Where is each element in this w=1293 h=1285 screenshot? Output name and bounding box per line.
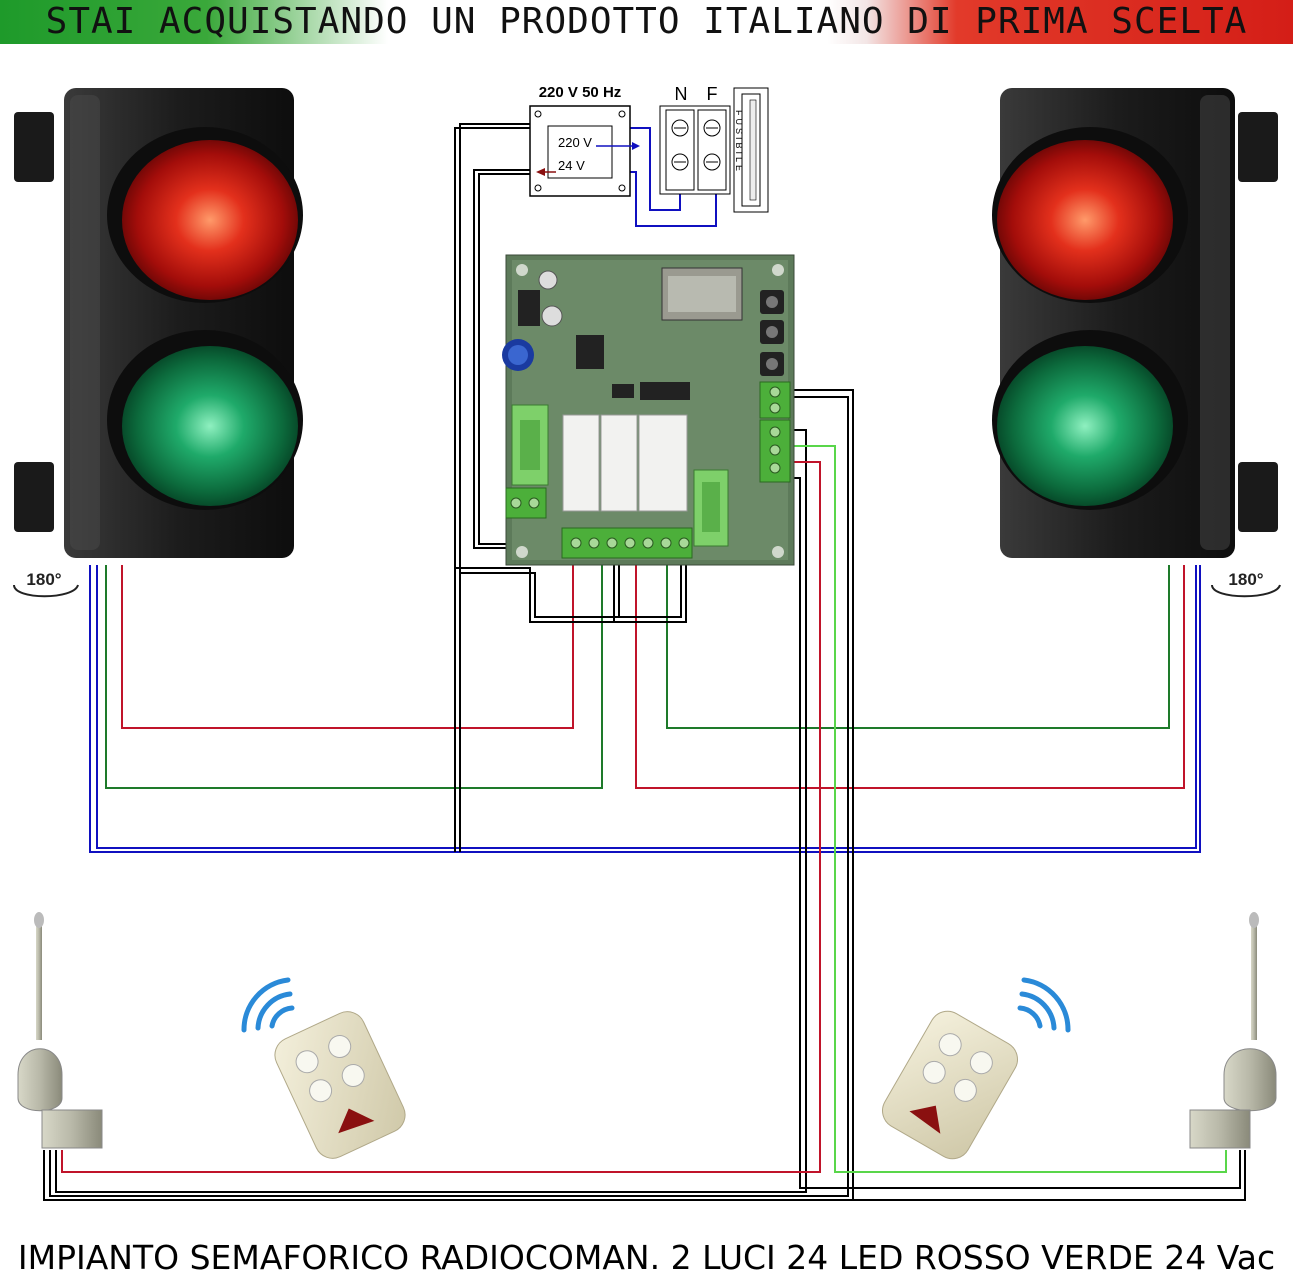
wire-black-power-1	[454, 127, 530, 852]
wire-black-ant-4	[790, 477, 1241, 1189]
fuse-label: FUSIBILE	[734, 110, 744, 174]
relay-2	[600, 414, 638, 512]
banner-title: STAI ACQUISTANDO UN PRODOTTO ITALIANO DI…	[45, 1, 1248, 42]
wire-blue-f	[630, 160, 717, 227]
wire-red-right-light	[635, 560, 1185, 789]
terminal-f-label: F	[707, 84, 718, 104]
wire-red-left-light	[121, 560, 574, 729]
wire-black-24v-1	[473, 169, 530, 549]
wire-black-board-frame-1	[455, 560, 687, 623]
wire-green-left-light	[105, 560, 603, 789]
terminal-block: N F FUSIBILE	[659, 84, 769, 213]
control-board	[502, 254, 795, 566]
antenna-right	[1189, 912, 1277, 1149]
wire-black-ant-5	[853, 1150, 1246, 1201]
italian-flag-banner: STAI ACQUISTANDO UN PRODOTTO ITALIANO DI…	[0, 0, 1293, 44]
wifi-signal-icon	[241, 977, 295, 1033]
wire-blue-left-a	[89, 565, 1201, 853]
remote-left	[241, 977, 406, 1159]
wire-black-24v-2	[478, 173, 530, 545]
wire-red-ant	[61, 461, 821, 1173]
wire-black-ant-2	[49, 396, 849, 1197]
antenna-left	[17, 912, 103, 1149]
wire-green-right-light	[666, 560, 1170, 729]
traffic-light-left: 180°	[13, 88, 303, 598]
wire-black-board-frame-2	[460, 560, 682, 618]
rotation-label-right: 180°	[1228, 570, 1263, 589]
traffic-light-right: 180°	[992, 88, 1281, 598]
remote-right	[882, 977, 1071, 1160]
wifi-signal-icon	[1017, 977, 1071, 1033]
wire-black-ant-3	[55, 429, 807, 1193]
rotation-label-left: 180°	[26, 570, 61, 589]
terminal-n-label: N	[675, 84, 688, 104]
wire-blue-left-b	[96, 565, 1197, 849]
relay-1	[562, 414, 600, 512]
wire-lightgreen-ant	[790, 445, 1227, 1173]
transformer: 220 V 50 Hz 220 V 24 V	[529, 84, 640, 197]
wires	[43, 123, 1246, 1201]
transformer-title: 220 V 50 Hz	[539, 84, 622, 101]
transformer-out-label: 24 V	[558, 158, 585, 173]
relay-3	[638, 414, 688, 512]
wire-black-power-2	[459, 123, 530, 852]
transformer-in-label: 220 V	[558, 135, 592, 150]
footer-caption: IMPIANTO SEMAFORICO RADIOCOMAN. 2 LUCI 2…	[17, 1238, 1276, 1277]
